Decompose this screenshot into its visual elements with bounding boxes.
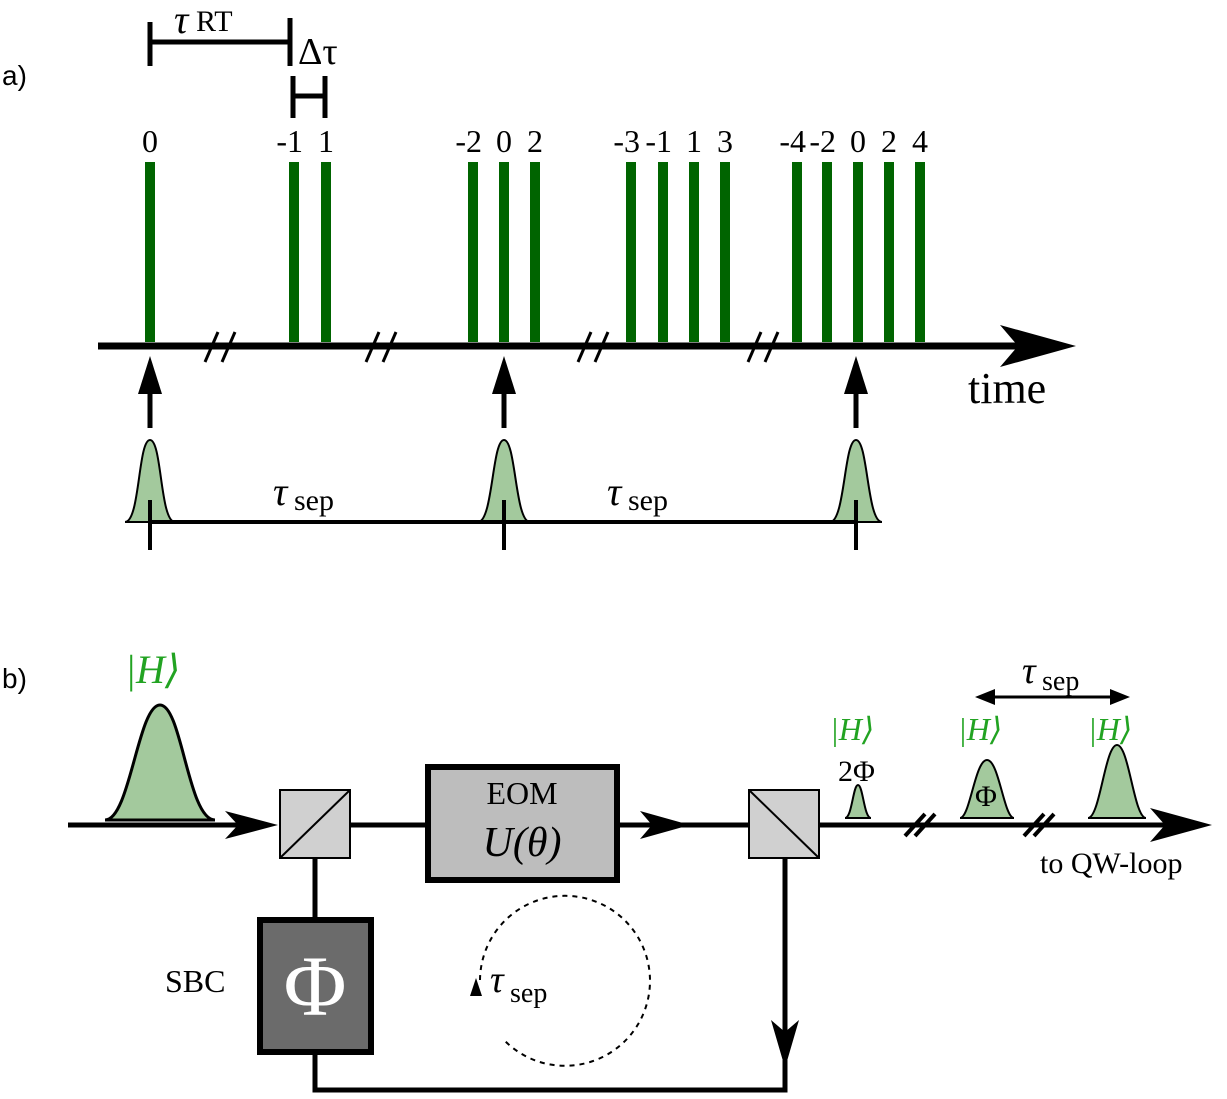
- output-state-2: |H⟩: [958, 711, 1002, 747]
- output-pulse-large: [1087, 743, 1147, 819]
- pulse-bar: [822, 162, 832, 342]
- tau-rt-symbol: τ: [174, 0, 190, 42]
- pulse-bar: [792, 162, 802, 342]
- output-tau-symbol: τ: [1022, 650, 1037, 692]
- sbc-box: [257, 917, 374, 1055]
- pulse-bar: [468, 162, 478, 342]
- pulse-index-label: 0: [142, 123, 158, 159]
- pulse-index-label: -4: [779, 123, 806, 159]
- sbc-phase-symbol: Φ: [284, 938, 347, 1034]
- eom-title: EOM: [486, 775, 557, 811]
- output-pulse-small: [844, 783, 872, 819]
- pulse-index-label: 1: [686, 123, 702, 159]
- pulse-bar: [530, 162, 540, 342]
- tau-sep-1-subscript: sep: [294, 484, 334, 517]
- tau-sep-1-symbol: τ: [273, 469, 289, 514]
- eom-box: [425, 764, 620, 883]
- pulse-index-label: -1: [645, 123, 672, 159]
- pulse-index-label: 0: [496, 123, 512, 159]
- beam-arrowheads: [225, 808, 1212, 1068]
- pulse-bar: [289, 162, 299, 342]
- tau-sep-ruler: [148, 500, 858, 550]
- output-pulse-medium: [959, 758, 1015, 819]
- panel-a-label: a): [2, 60, 27, 91]
- output-break-marks: [903, 812, 1056, 838]
- time-axis: [98, 325, 1076, 367]
- loop-tau-subscript: sep: [510, 978, 547, 1009]
- pulse-bar: [884, 162, 894, 342]
- loop-tau-symbol: τ: [490, 959, 505, 1001]
- pulse-index-label: -1: [276, 123, 303, 159]
- pulse-index-label: 1: [318, 123, 334, 159]
- time-label: time: [968, 364, 1046, 413]
- input-pulse-1: [124, 438, 176, 523]
- to-qw-loop-label: to QW-loop: [1040, 847, 1183, 880]
- output-tau-subscript: sep: [1042, 666, 1079, 697]
- input-state-label: |H⟩: [125, 647, 181, 692]
- phase-phi-label: Φ: [975, 780, 997, 813]
- output-state-3: |H⟩: [1088, 711, 1132, 747]
- pulse-index-label: 2: [881, 123, 897, 159]
- pulse-bar: [915, 162, 925, 342]
- pulse-index-label: 3: [717, 123, 733, 159]
- pulse-bar: [626, 162, 636, 342]
- pulse-index-label: 0: [850, 123, 866, 159]
- pulse-bar: [499, 162, 509, 342]
- pulse-bar: [658, 162, 668, 342]
- pulse-index-label: 2: [527, 123, 543, 159]
- phase-2phi-label: 2Φ: [838, 755, 875, 788]
- delta-tau-label: Δτ: [298, 31, 338, 73]
- output-pulses: [844, 743, 1147, 819]
- pulse-index-label: -3: [613, 123, 640, 159]
- pulse-bar: [720, 162, 730, 342]
- input-arrows: [138, 356, 868, 428]
- pulse-bar: [321, 162, 331, 342]
- delta-tau-bracket: [290, 76, 328, 118]
- pulse-bar: [145, 162, 155, 342]
- pulse-index-label: 4: [912, 123, 928, 159]
- output-tau-sep-arrow: [975, 689, 1130, 705]
- input-pulse-2: [477, 438, 531, 523]
- loop-circle: [479, 894, 651, 1067]
- eom-operator: U(θ): [483, 820, 562, 866]
- beam-lines: [68, 822, 1170, 1093]
- axis-break-marks: [203, 331, 780, 363]
- tau-rt-subscript: RT: [196, 5, 233, 38]
- output-state-1: |H⟩: [830, 711, 874, 747]
- beam-splitter-2: [748, 789, 820, 859]
- loop-arrowhead: [470, 978, 482, 996]
- pulse-index-label: -2: [455, 123, 482, 159]
- beam-splitter-1: [279, 789, 351, 859]
- pulse-bar: [853, 162, 863, 342]
- tau-rt-bracket: [147, 18, 293, 66]
- input-state-pulse: [104, 703, 216, 822]
- panel-b-label: b): [2, 663, 27, 694]
- sbc-label: SBC: [165, 963, 225, 999]
- pulse-index-label: -2: [809, 123, 836, 159]
- input-pulses: [124, 438, 883, 523]
- input-pulse-3: [829, 438, 883, 523]
- tau-sep-2-subscript: sep: [628, 484, 668, 517]
- tau-sep-2-symbol: τ: [607, 469, 623, 514]
- pulse-bar: [689, 162, 699, 342]
